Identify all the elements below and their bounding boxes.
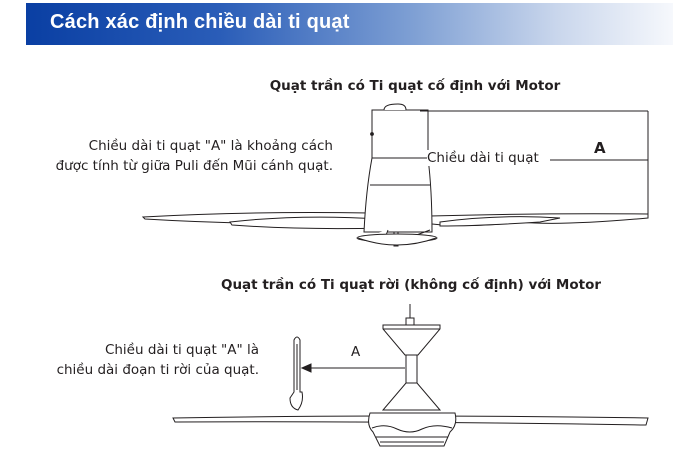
section2-title: Quạt trần có Ti quạt rời (không cố định)… <box>220 277 602 293</box>
section2-description-line2: chiều dài đoạn ti rời của quạt. <box>56 362 259 378</box>
loose-downrod <box>289 336 303 411</box>
downrod-letter-a: A <box>351 344 361 360</box>
page-title: Cách xác định chiều dài ti quạt <box>50 11 350 33</box>
section1-description-line2: được tính từ giữa Puli đến Mũi cánh quạt… <box>55 158 333 174</box>
section1-title: Quạt trần có Ti quạt cố định với Motor <box>269 78 561 94</box>
detachable-downrod-fan-drawing <box>172 304 649 447</box>
section2-description-line1: Chiều dài ti quạt "A" là <box>104 342 259 358</box>
dimension-label: Chiều dài ti quạt <box>427 150 539 166</box>
fixed-downrod-fan-drawing <box>141 103 649 247</box>
section1-description-line1: Chiều dài ti quạt "A" là khoảng cách <box>88 138 333 154</box>
header-banner: Cách xác định chiều dài ti quạt <box>26 3 673 45</box>
dimension-letter-a: A <box>594 139 606 157</box>
